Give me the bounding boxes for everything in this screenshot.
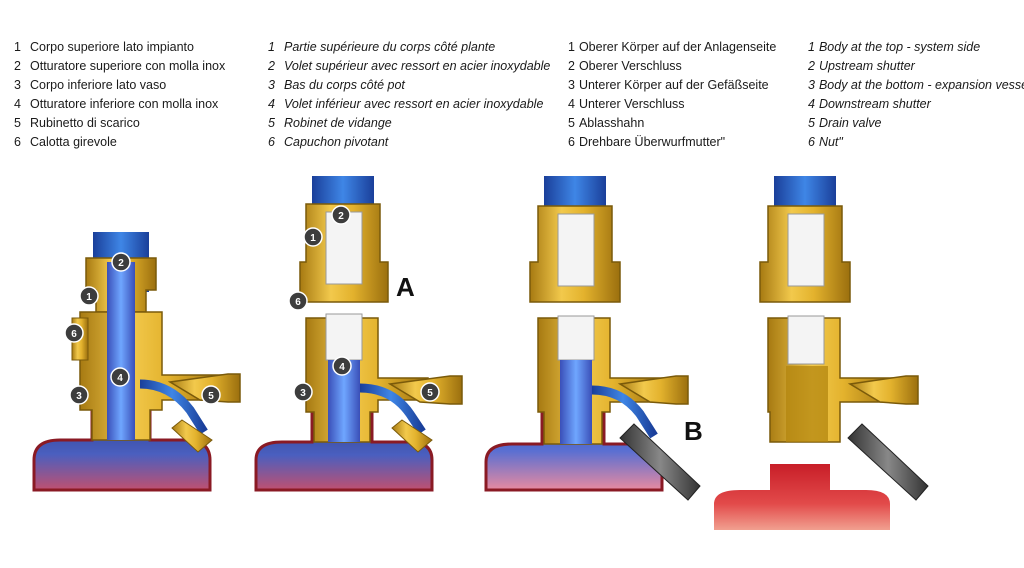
drain-valve — [847, 375, 919, 405]
valve-bore — [107, 262, 135, 440]
upper-shutter — [787, 213, 825, 287]
drain-hose — [619, 423, 701, 501]
assembly-connected — [32, 232, 241, 492]
callout-badge: 3 — [69, 385, 89, 405]
callout-badge: 5 — [201, 385, 221, 405]
drain-valve — [617, 375, 689, 405]
system-pipe — [774, 176, 836, 208]
drain-outlet — [391, 419, 433, 453]
drain-channel — [359, 383, 426, 435]
callout-badge: 2 — [111, 252, 131, 272]
valve-bore — [560, 360, 592, 444]
drain-channel — [591, 385, 658, 439]
lower-shutter — [557, 315, 595, 361]
callout-badge: 1 — [303, 227, 323, 247]
callout-badge: 2 — [331, 205, 351, 225]
callout-badge: 5 — [420, 382, 440, 402]
drain-hose — [847, 423, 929, 501]
lower-shutter — [325, 313, 363, 361]
svg-text:5: 5 — [208, 391, 214, 402]
drain-outlet — [171, 419, 213, 453]
callout-badge: 6 — [288, 291, 308, 311]
system-pipe — [312, 176, 374, 206]
svg-text:1: 1 — [310, 233, 316, 244]
system-pipe — [544, 176, 606, 208]
svg-text:2: 2 — [118, 258, 124, 269]
assembly-draining — [484, 176, 701, 501]
valve-body-lower — [79, 311, 227, 441]
label-a: A — [396, 272, 415, 302]
callout-badge: 1 — [79, 286, 99, 306]
svg-text:6: 6 — [295, 297, 301, 308]
expansion-vessel — [714, 464, 890, 530]
svg-text:5: 5 — [427, 388, 433, 399]
svg-text:4: 4 — [117, 373, 123, 384]
label-b: B — [684, 416, 703, 446]
callout-badge: 4 — [332, 356, 352, 376]
svg-text:2: 2 — [338, 211, 344, 222]
svg-text:3: 3 — [300, 388, 306, 399]
callout-badge: 3 — [293, 382, 313, 402]
svg-text:3: 3 — [76, 391, 82, 402]
drain-channel — [139, 379, 208, 435]
upper-shutter — [557, 213, 595, 287]
valve-chamber — [786, 366, 828, 442]
callout-badge: 6 — [64, 323, 84, 343]
svg-text:6: 6 — [71, 329, 77, 340]
callout-badge: 4 — [110, 367, 130, 387]
lower-shutter — [787, 315, 825, 365]
valve-body-lower — [305, 317, 429, 443]
assembly-vessel-removed — [714, 176, 929, 530]
svg-text:1: 1 — [86, 292, 92, 303]
assembly-separated — [254, 176, 463, 492]
svg-text:4: 4 — [339, 362, 345, 373]
